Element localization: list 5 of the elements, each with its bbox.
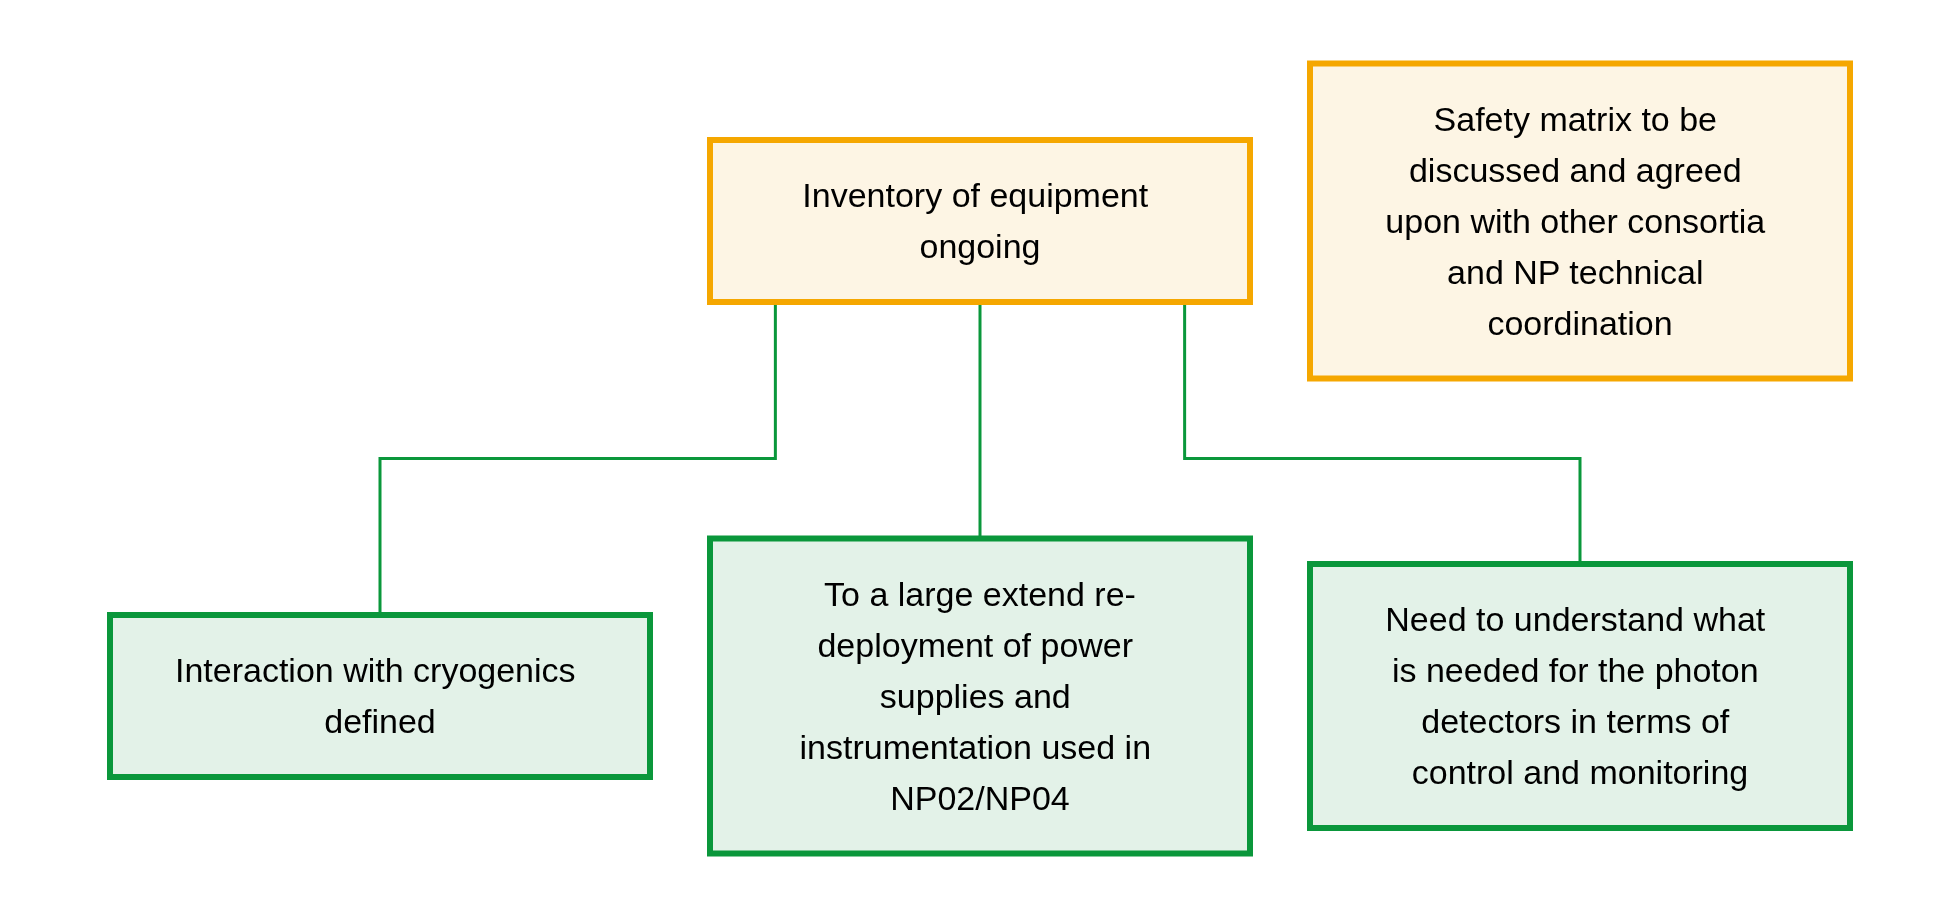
node-box: Inventory of equipment ongoing — [706, 137, 1253, 305]
node-box: Interaction with cryogenics defined — [106, 612, 653, 780]
node-box: Need to understand what is needed for the photon detectors in terms of control and monitoring — [1306, 561, 1853, 831]
node-box: Safety matrix to be discussed and agreed upon with other consortia and NP technical coordination — [1306, 60, 1853, 382]
node-box: To a large extend re-deployment of power supplies and instrumentation used in NP02/NP04 — [706, 535, 1253, 857]
